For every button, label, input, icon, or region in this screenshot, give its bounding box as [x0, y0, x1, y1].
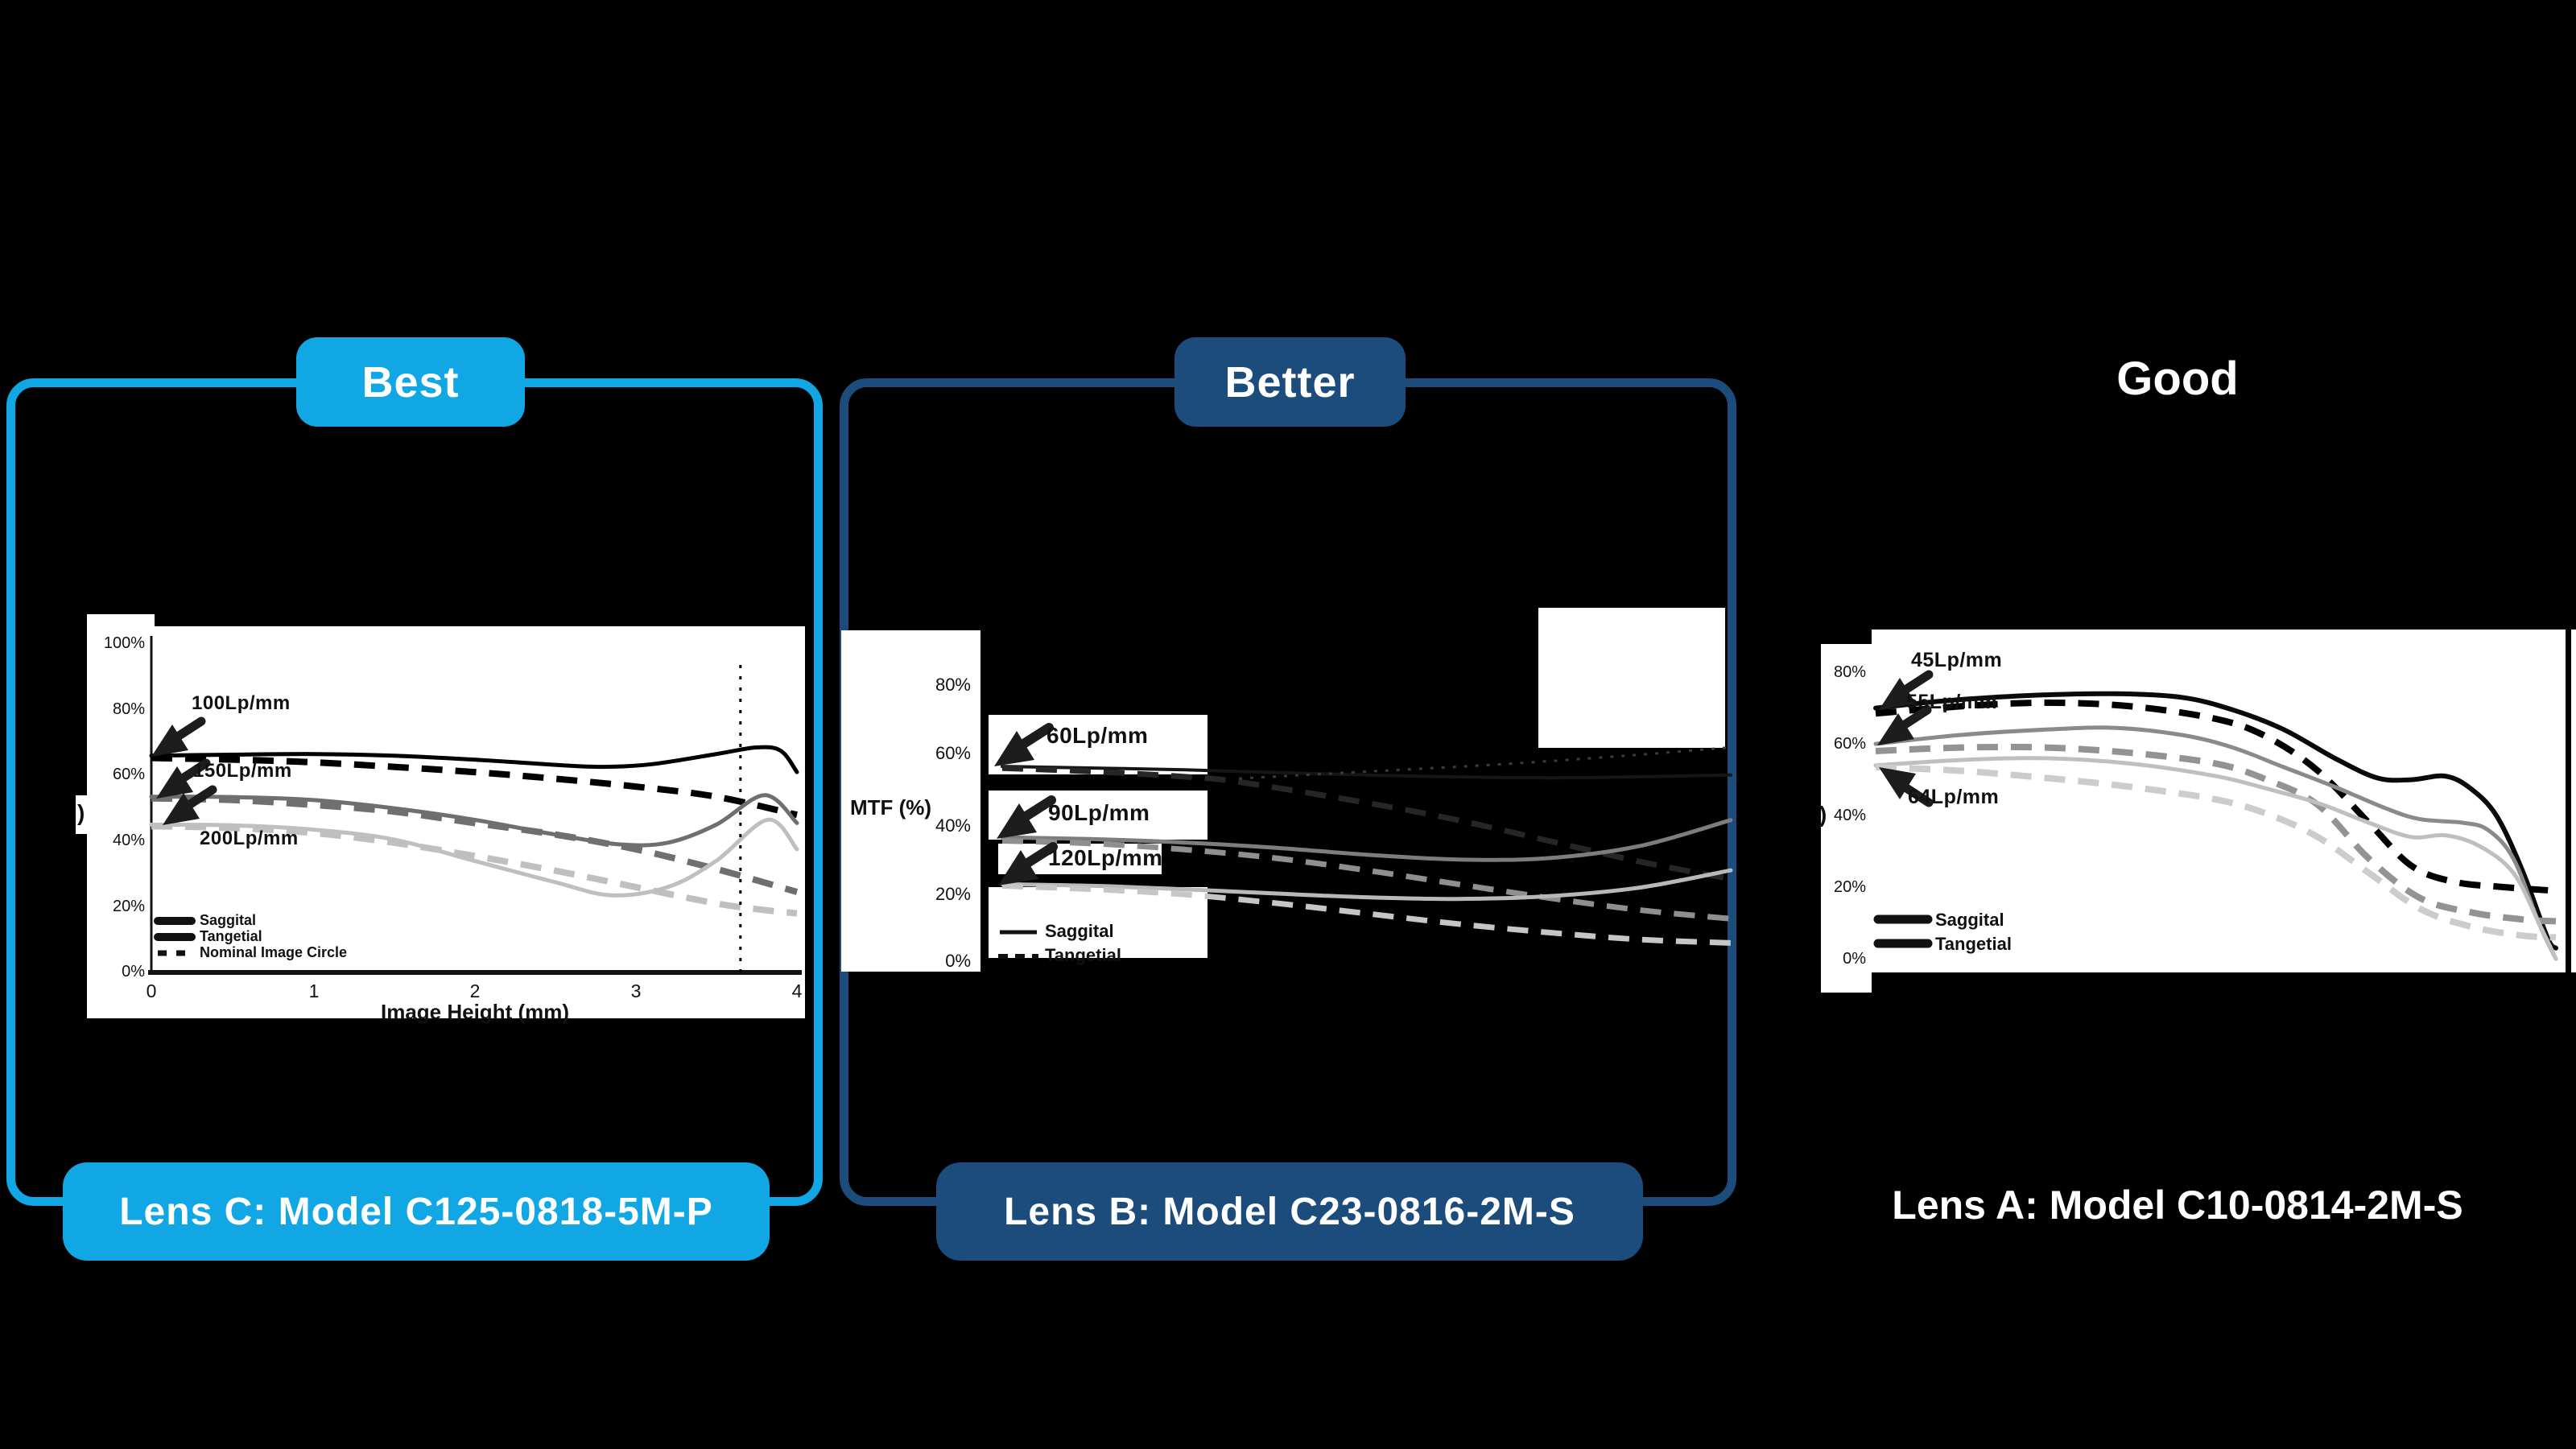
series-200lp-mm-tangetial [151, 823, 798, 917]
lens-c-caption: Lens C: Model C125-0818-5M-P [63, 1162, 770, 1261]
lens-b-empty-box [1538, 608, 1725, 748]
ylabel-fragment: ) [1819, 802, 1827, 827]
series-60lp-mm-saggital [1001, 765, 1732, 780]
curves-layer [1873, 691, 2558, 961]
ytick: 0% [1843, 950, 1866, 968]
annotation-100lpmm: 100Lp/mm [192, 692, 291, 714]
ytick: 20% [1833, 878, 1866, 896]
xtick: 0 [146, 980, 157, 1001]
legend-label-saggital: Saggital [1935, 910, 2004, 930]
ytick: 80% [1833, 663, 1866, 681]
ytick: 60% [1833, 735, 1866, 753]
annotation-200lpmm: 200Lp/mm [200, 828, 299, 849]
series-55lp-mm-tangetial [1875, 743, 2557, 925]
curves-layer [149, 657, 799, 972]
arrow-64lpmm [1879, 767, 1934, 807]
lens-c-chart-panel [87, 626, 805, 1018]
series-120lp-mm-saggital [1000, 868, 1733, 902]
annotation-150lpmm: 150Lp/mm [193, 760, 292, 782]
ytick: 40% [935, 815, 971, 836]
lens-a-caption: Lens A: Model C10-0814-2M-S [1892, 1183, 2463, 1228]
arrow-200lpmm [163, 785, 217, 825]
legend-markers [1873, 914, 1933, 948]
lens-c-ylabel-sliver [76, 795, 95, 834]
annotation-55lpmm: 55Lp/mm [1906, 691, 1998, 713]
xtick: 3 [630, 980, 642, 1001]
lens-a-ylabel-panel [1821, 644, 1872, 993]
annotation-arrows [151, 716, 217, 825]
arrow-60lpmm [994, 723, 1054, 766]
annotation-45lpmm: 45Lp/mm [1911, 649, 2003, 671]
series-200lp-mm-saggital [149, 817, 799, 898]
legend-label-tangetial: Tangetial [1045, 945, 1121, 965]
arrow-90lpmm [997, 795, 1056, 839]
lens-c-chart [148, 636, 802, 975]
xtick: 4 [791, 980, 803, 1001]
lens-b-caption: Lens B: Model C23-0816-2M-S [936, 1162, 1643, 1261]
legend-label-saggital: Saggital [200, 912, 257, 928]
ytick: 0% [122, 963, 145, 980]
legend-markers [154, 917, 196, 956]
series-90lp-mm-saggital [1000, 818, 1733, 862]
legend-label-tangetial: Tangetial [1935, 934, 2012, 954]
annotation-60lpmm: 60Lp/mm [1046, 723, 1149, 748]
legend-label-nominal: Nominal Image Circle [200, 944, 348, 960]
ytick: 20% [935, 884, 971, 904]
ytick: 20% [112, 898, 145, 915]
curves-layer [1000, 745, 1733, 946]
arrow-45lpmm [1879, 670, 1934, 710]
legend-label-tangetial: Tangetial [200, 928, 262, 944]
ylabel-fragment: ) [77, 800, 85, 825]
arrow-55lpmm [1877, 705, 1932, 745]
lens-b-ylabel-panel [841, 630, 980, 972]
ytick: 100% [103, 634, 145, 652]
annotation-64lpmm: 64Lp/mm [1908, 786, 2000, 808]
y-axis-label: MTF (%) [850, 795, 932, 819]
series-100lp-mm-saggital [149, 745, 799, 774]
series-45lp-mm-tangetial [1875, 699, 2557, 894]
arrow-100lpmm [151, 716, 206, 757]
arrow-150lpmm [156, 758, 211, 799]
arrow-120lpmm [998, 842, 1058, 886]
annotation-90lpmm: 90Lp/mm [1048, 800, 1150, 825]
series-64lp-mm-saggital [1873, 756, 2558, 961]
series-90lp-mm-tangetial [1001, 838, 1732, 922]
ytick: 40% [112, 832, 145, 849]
ytick: 60% [935, 743, 971, 763]
lens-a-edge-sliver [2571, 630, 2576, 972]
annotation-120lpmm: 120Lp/mm [1048, 845, 1163, 870]
ytick: 0% [945, 951, 971, 971]
ytick: 80% [935, 675, 971, 695]
annotation-arrows [1877, 670, 1934, 807]
series-150lp-mm-tangetial [151, 795, 799, 895]
series-100lp-mm-tangetial [151, 754, 798, 819]
best-badge: Best [296, 337, 525, 427]
legend-markers [998, 930, 1038, 959]
legend-label-saggital: Saggital [1045, 921, 1114, 941]
ytick: 60% [112, 766, 145, 783]
ytick: 80% [112, 700, 145, 718]
lens-a-chart [1873, 670, 2558, 961]
good-title: Good [2116, 353, 2239, 405]
xtick: 2 [469, 980, 481, 1001]
series-55lp-mm-saggital [1873, 725, 2558, 961]
annotation-arrows [994, 723, 1058, 886]
better-badge: Better [1174, 337, 1406, 427]
series-64lp-mm-tangetial [1875, 764, 2557, 941]
series-60lp-mm-tangetial [1001, 765, 1732, 882]
x-axis-label: Image Height (mm) [380, 1000, 570, 1024]
xtick: 1 [308, 980, 320, 1001]
ytick: 40% [1833, 807, 1866, 824]
lens-b-chart [994, 723, 1733, 959]
series-45lp-mm-saggital [1873, 691, 2558, 951]
series-120lp-mm-tangetial [1001, 882, 1732, 946]
lens-b-legend-box [989, 887, 1208, 958]
